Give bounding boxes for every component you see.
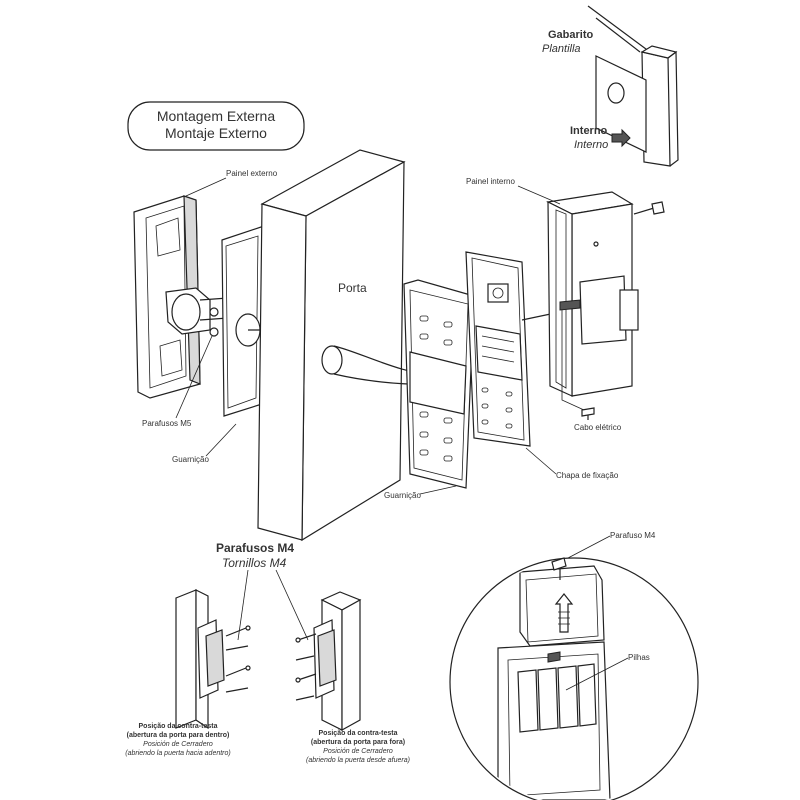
label-gasket-center: Guarnição [384,491,421,500]
leader-gasket-left [205,423,237,457]
strike-right-pt1: Posição da contra-testa [319,730,398,737]
strike-left-es2: (abriendo la puerta hacia adentro) [125,750,230,757]
leader-gasket-center [419,485,457,495]
strike-left-pt2: (abertura da porta para dentro) [127,732,230,739]
template-side-es: Interno [574,139,608,151]
strike-left-pt1: Posição da contra-testa [139,723,218,730]
external-panel [133,195,229,399]
strike-left [175,589,251,730]
leader-m4-right [275,569,309,641]
template-label-es: Plantilla [542,43,581,55]
door-label: Porta [338,281,367,295]
label-screws-m5: Parafusos M5 [142,419,192,428]
template-label-pt: Gabarito [548,29,594,41]
strike-right-es2: (abriendo la puerta desde afuera) [306,757,410,764]
strike-right [295,591,362,732]
title-line2: Montaje Externo [165,125,267,141]
m4-title-pt: Parafusos M4 [216,541,294,555]
label-electric-cable: Cabo elétrico [574,423,622,432]
side-screw [633,201,665,215]
strike-left-es1: Posición de Cerradero [143,741,213,748]
m4-title-es: Tornillos M4 [222,556,287,570]
label-fixing-plate: Chapa de fixação [556,471,619,480]
template-detail [587,5,679,167]
center-gasket [403,279,475,489]
leader-batteries [565,657,629,691]
label-batteries: Pilhas [628,653,650,662]
fixing-plate [465,251,561,447]
cable-screw [581,407,595,420]
leader-internal-panel [517,185,561,205]
left-gasket [221,225,270,417]
leader-screw-m4 [567,535,611,559]
leader-m4-left [237,569,249,641]
leader-external-panel [185,177,227,197]
internal-panel [546,191,639,411]
template-side-pt: Interno [570,125,608,137]
top-screw [551,557,567,580]
leader-screws-m5 [175,335,213,419]
label-external-panel: Painel externo [226,169,278,178]
label-gasket-left: Guarnição [172,455,209,464]
title-box [127,101,305,151]
label-internal-panel: Painel interno [466,177,515,186]
label-screw-m4: Parafuso M4 [610,531,656,540]
strike-right-pt2: (abertura da porta para fora) [311,739,405,746]
leader-fixing-plate [525,447,557,475]
title-line1: Montagem Externa [157,108,275,124]
strike-right-es1: Posición de Cerradero [323,748,393,755]
battery-cells [517,663,597,733]
